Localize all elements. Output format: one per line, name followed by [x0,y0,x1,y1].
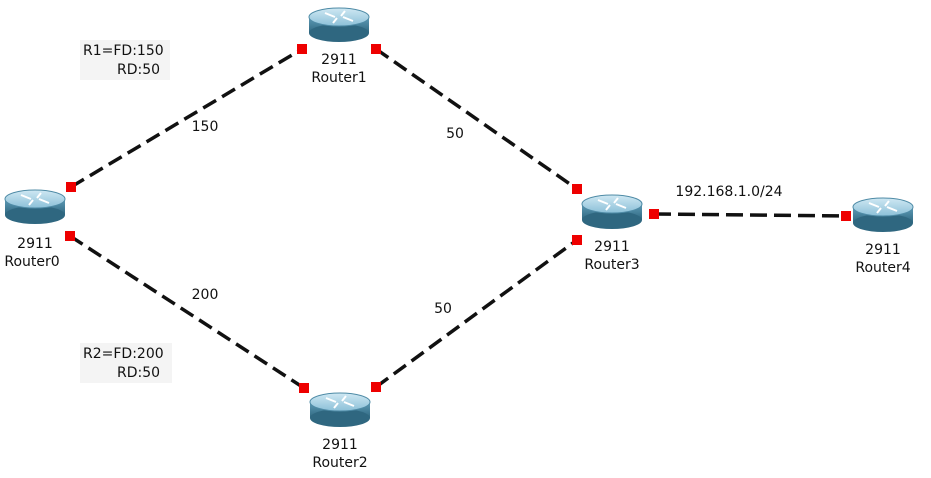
link-router1-router3[interactable] [374,47,579,191]
note-r1[interactable]: R1=FD:150 RD:50 [80,40,170,80]
router1-name-label: Router1 [311,70,366,86]
router-icon [581,194,643,229]
port-indicator [299,383,309,393]
router-icon [308,7,370,42]
port-indicator [572,235,582,245]
router3-name-label: Router3 [584,257,639,273]
router-router3[interactable] [581,194,643,229]
note-background [80,343,172,383]
port-indicator [65,231,75,241]
router-icon [309,392,371,427]
router0-model-label: 2911 [17,236,53,252]
port-indicator [371,382,381,392]
note-r2-line1: R2=FD:200 [83,346,164,362]
port-indicator [66,182,76,192]
link-router2-router3[interactable] [374,238,579,389]
port-indicators [65,44,851,393]
router-router0[interactable] [4,189,66,224]
router3-model-label: 2911 [594,239,630,255]
link-router0-router1[interactable] [70,47,303,189]
links [69,47,847,390]
note-r2[interactable]: R2=FD:200 RD:50 [80,343,172,383]
note-r2-line2: RD:50 [117,365,160,381]
network-label-r3-r4: 192.168.1.0/24 [675,184,782,200]
router-router4[interactable] [852,197,914,232]
router4-name-label: Router4 [855,260,910,276]
router2-model-label: 2911 [322,437,358,453]
router1-model-label: 2911 [321,52,357,68]
router0-name-label: Router0 [4,254,59,270]
router-router1[interactable] [308,7,370,42]
link-cost-label-r2-r3: 50 [434,301,452,317]
link-labels: 150 50 200 50 192.168.1.0/24 [192,119,783,317]
port-indicator [841,211,851,221]
router-icon [4,189,66,224]
note-r1-line2: RD:50 [117,62,160,78]
link-cost-label-r1-r3: 50 [446,126,464,142]
port-indicator [649,209,659,219]
port-indicator [371,44,381,54]
router2-name-label: Router2 [312,455,367,471]
link-cost-label-r0-r2: 200 [192,287,219,303]
router-router2[interactable] [309,392,371,427]
port-indicator [297,44,307,54]
link-router0-router2[interactable] [69,234,305,390]
port-indicator [572,184,582,194]
router4-model-label: 2911 [865,242,901,258]
link-cost-label-r0-r1: 150 [192,119,219,135]
router-labels: 2911 Router0 2911 Router1 2911 Router2 2… [4,52,910,471]
note-background [80,40,170,80]
note-r1-line1: R1=FD:150 [83,43,164,59]
router-icon [852,197,914,232]
link-router3-router4[interactable] [653,212,847,218]
